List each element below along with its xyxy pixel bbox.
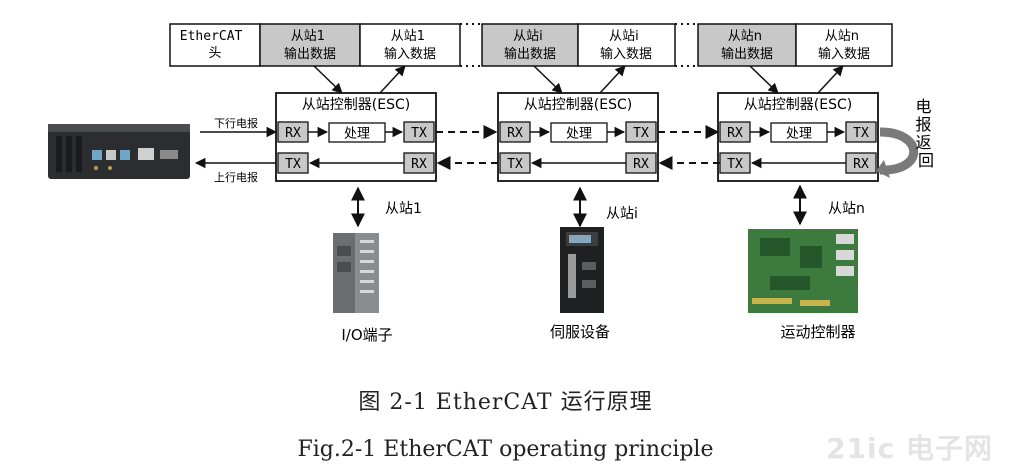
input-arrow [379, 65, 406, 94]
uplink-label: 上行电报 [214, 170, 258, 184]
master-links [194, 126, 278, 169]
tx-back-label: TX [507, 157, 523, 172]
frame-slaven-input-label: 从站n 输入数据 [818, 29, 870, 62]
process-label: 处理 [566, 127, 592, 142]
tx-back-label: TX [727, 157, 743, 172]
slaven-label: 从站n [828, 201, 865, 217]
rx-back-label: RX [411, 157, 427, 172]
rx-in-label: RX [285, 126, 301, 141]
return-label: 电 报 返 回 [915, 97, 936, 170]
frame-slavei-input-cell [577, 23, 676, 67]
tx-out-label: TX [411, 126, 427, 141]
caption-english: Fig.2-1 EtherCAT operating principle [297, 437, 714, 462]
frame-slave1-input-label: 从站1 输入数据 [384, 29, 436, 62]
slavei-label: 从站i [606, 206, 638, 222]
esc-device-links [351, 184, 807, 228]
frame-header-cell [169, 23, 261, 67]
tx-back-box [277, 152, 309, 174]
frame-slavei-input-label: 从站i 输入数据 [600, 29, 652, 62]
input-arrow [599, 65, 626, 94]
tx-back-label: TX [285, 157, 301, 172]
ethercat-frame: EtherCAT 头 从站1 输出数据 从站1 输入数据 从站i 输出数据 从站… [169, 23, 893, 67]
frame-slaven-input-cell [795, 23, 893, 67]
frame-slavei-output-label: 从站i 输出数据 [504, 29, 556, 62]
frame-slaven-output-label: 从站n 输出数据 [721, 29, 773, 62]
servo-drive-image [560, 227, 604, 313]
input-arrow [817, 65, 844, 94]
caption-chinese: 图 2-1 EtherCAT 运行原理 [358, 390, 653, 415]
tx-out-box [625, 121, 657, 143]
rx-back-label: RX [633, 157, 649, 172]
tx-out-box [845, 121, 877, 143]
tx-back-box [499, 152, 531, 174]
motion-controller-image [748, 229, 858, 313]
frame-slaven-output-cell [697, 23, 797, 67]
rx-back-label: RX [853, 157, 869, 172]
io-terminal-label: I/O端子 [341, 326, 392, 344]
io-terminal-image [333, 233, 379, 313]
process-label: 处理 [344, 127, 370, 142]
frame-slave1-input-cell [359, 23, 461, 67]
ring-links [436, 125, 720, 170]
esc-title: 从站控制器(ESC) [744, 97, 852, 113]
frame-slavei-output-cell [481, 23, 579, 67]
tx-out-label: TX [853, 126, 869, 141]
motion-controller-label: 运动控制器 [780, 323, 855, 341]
frame-esc-arrows [313, 65, 844, 94]
output-arrow [533, 65, 563, 94]
frame-slave1-output-label: 从站1 输出数据 [284, 29, 336, 62]
frame-header-label: EtherCAT 头 [180, 29, 250, 61]
rx-in-label: RX [507, 126, 523, 141]
servo-label: 伺服设备 [550, 323, 610, 341]
slave1-label: 从站1 [385, 201, 422, 217]
esc-title: 从站控制器(ESC) [302, 97, 410, 113]
master-pc-image [48, 124, 190, 179]
esc-title: 从站控制器(ESC) [524, 97, 632, 113]
tx-out-label: TX [633, 126, 649, 141]
output-arrow [749, 65, 779, 94]
rx-in-label: RX [727, 126, 743, 141]
downlink-label: 下行电报 [214, 116, 258, 130]
watermark-logo: 21ic 电子网 [826, 432, 993, 465]
return-arrow [876, 127, 919, 178]
tx-out-box [403, 121, 435, 143]
process-label: 处理 [786, 127, 812, 142]
output-arrow [313, 65, 343, 94]
